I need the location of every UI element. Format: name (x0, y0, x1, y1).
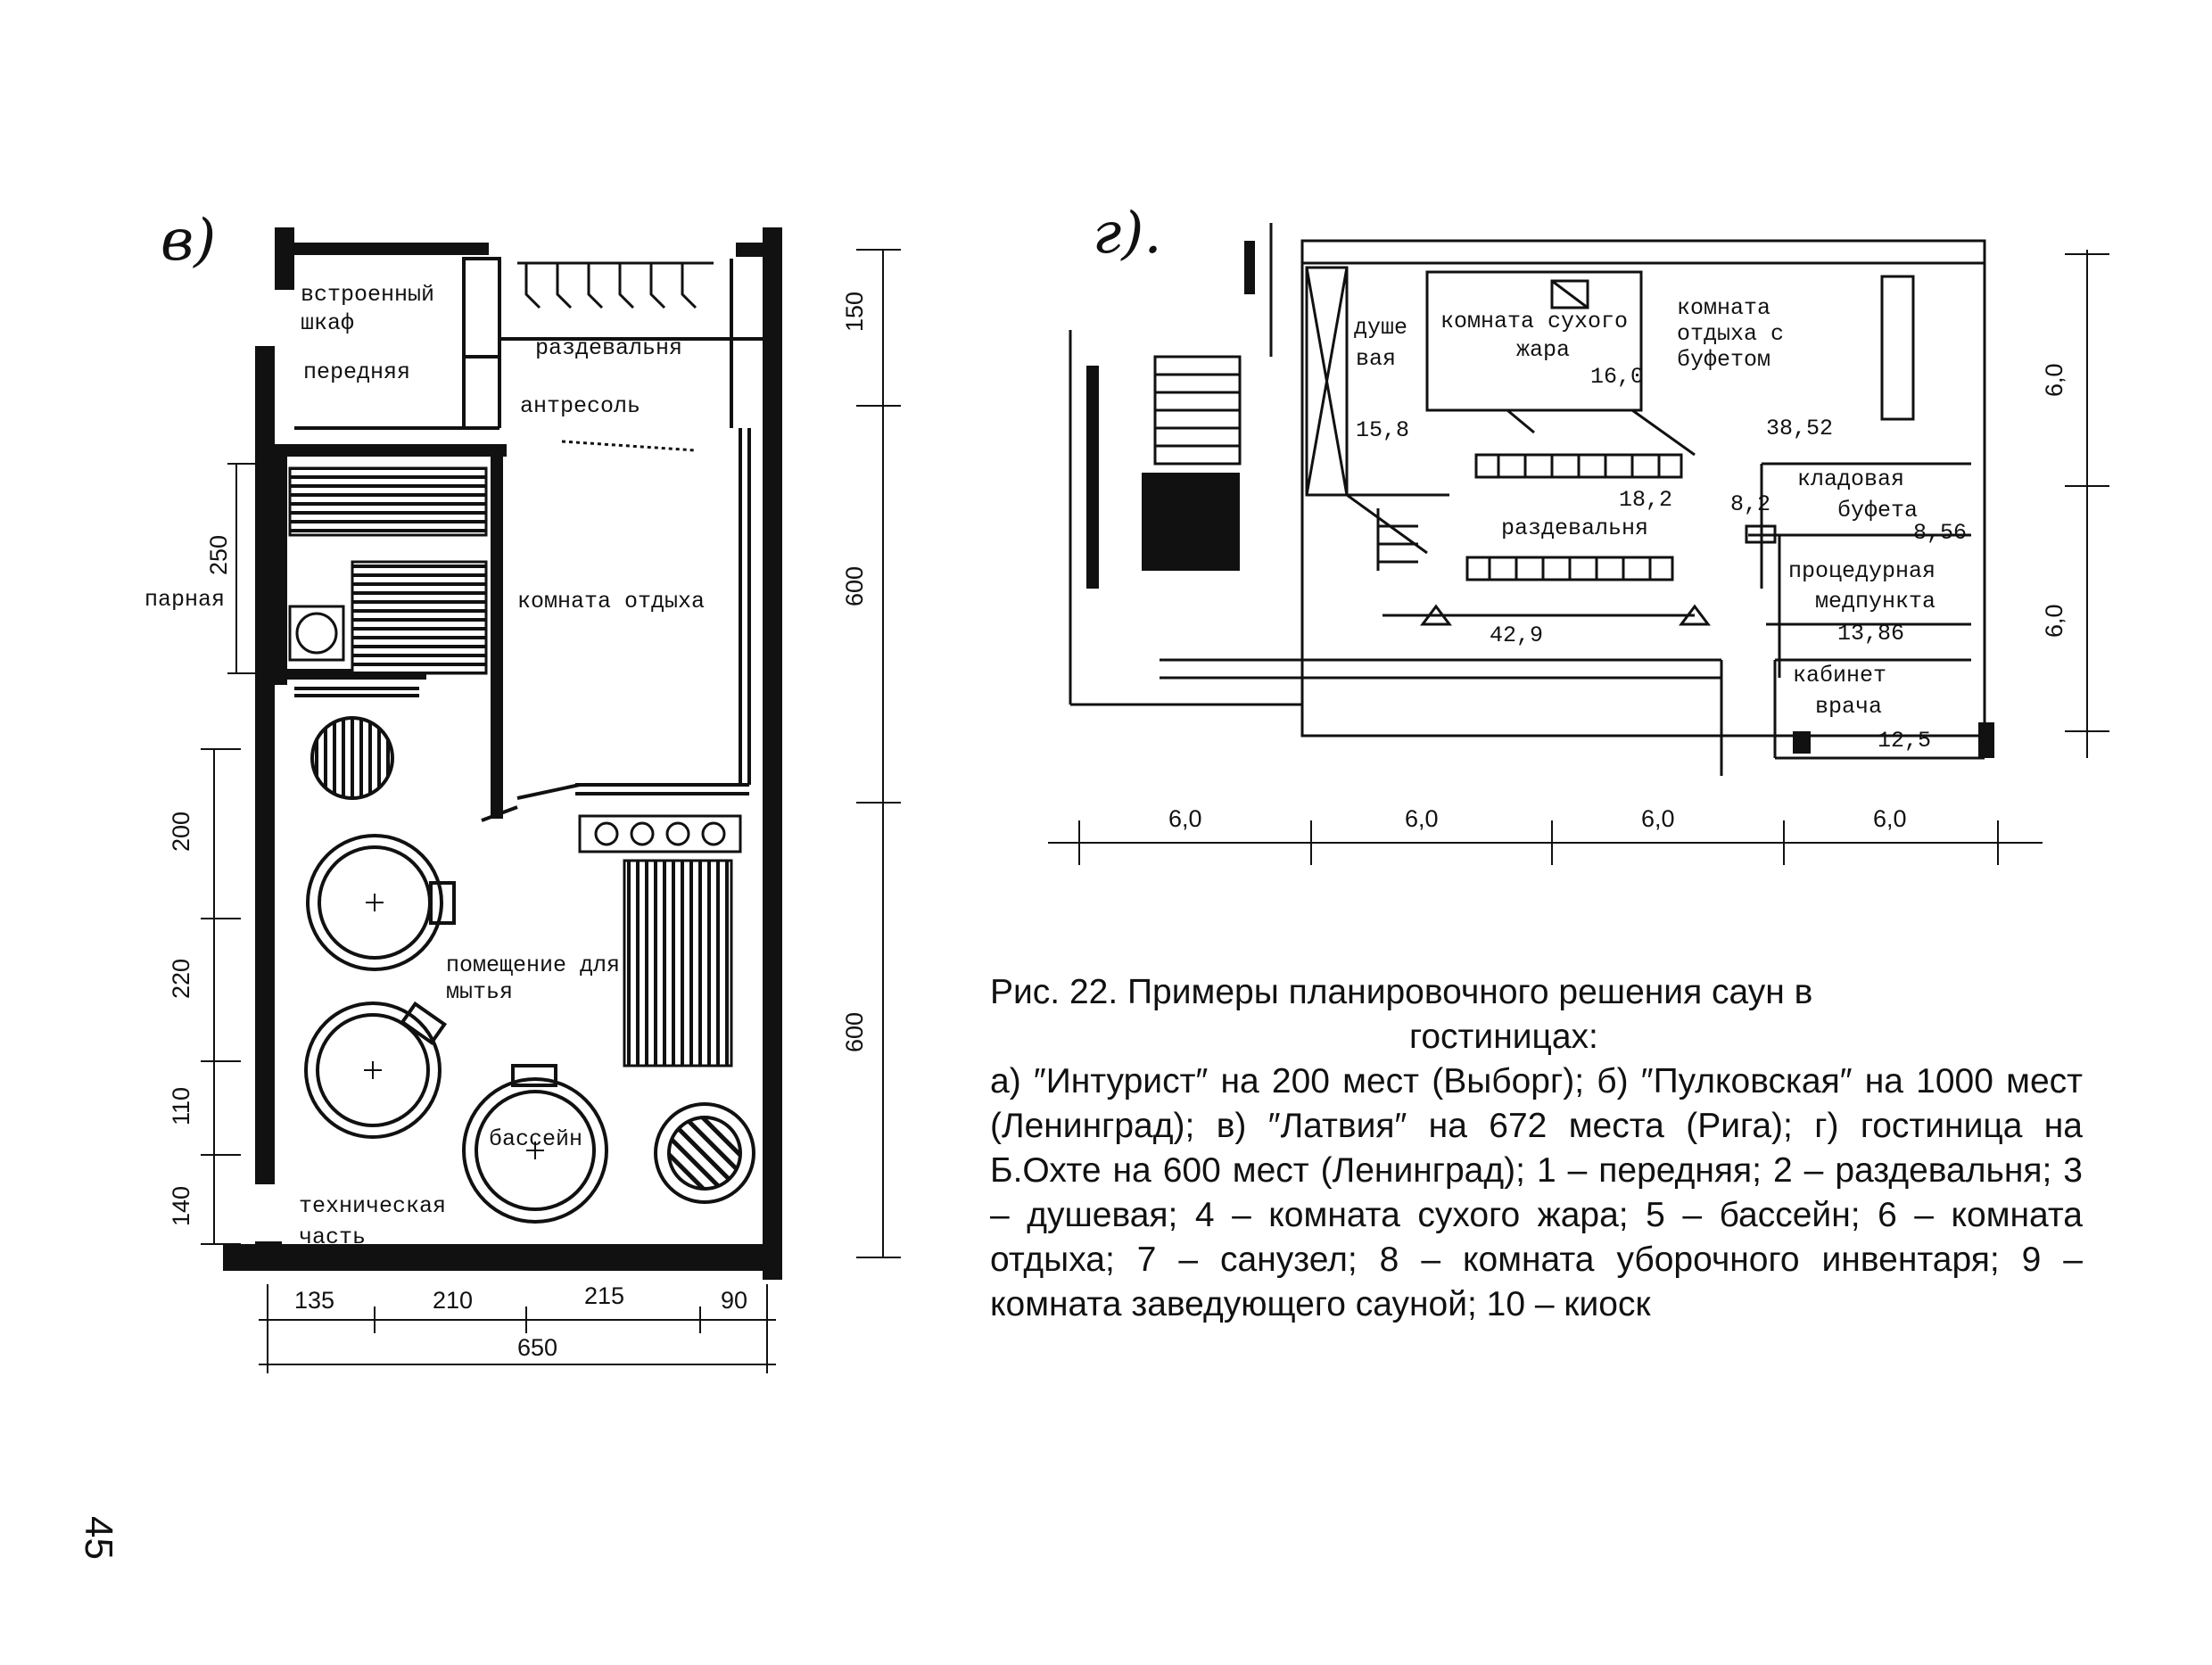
plan-g-lines (1069, 223, 1986, 776)
dim-g-bottom-3: 6,0 (1641, 805, 1675, 832)
dim-v-left-140: 140 (168, 1185, 194, 1226)
room-label-lounge-3: буфетом (1677, 347, 1771, 373)
room-label-dry-heat-area: 16,0 (1590, 364, 1645, 390)
room-label-small-area: 8,2 (1730, 491, 1771, 517)
room-label-treatment-area: 13,86 (1837, 621, 1905, 647)
room-label-treatment-1: процедурная (1788, 558, 1936, 584)
dim-g-bottom-1: 6,0 (1168, 805, 1202, 832)
room-label-rest: комната отдыха (517, 589, 706, 614)
dim-v-bottom-215: 215 (584, 1282, 625, 1309)
plan-v-wardrobe (517, 261, 714, 452)
dim-v-left-110: 110 (168, 1086, 194, 1125)
room-label-washing-1: помещение для (446, 952, 621, 978)
dim-v-bottom-135: 135 (294, 1287, 335, 1314)
dim-v-right-top: 150 (841, 291, 868, 332)
plan-v-marker: в) (161, 208, 217, 274)
dim-v-left-220: 220 (168, 958, 194, 999)
room-label-doctor-1: кабинет (1793, 663, 1887, 688)
room-label-dry-heat-1: комната сухого (1440, 309, 1629, 334)
room-label-doctor-2: врача (1815, 694, 1883, 720)
plan-v-tubs (304, 716, 755, 1224)
room-label-lounge-1: комната (1677, 295, 1771, 321)
room-label-lounge-2: отдыха с (1677, 321, 1785, 347)
room-label-technical-1: техническая (299, 1193, 447, 1219)
room-label-shower-2: вая (1356, 346, 1397, 372)
room-label-hall-area: 42,9 (1490, 622, 1544, 648)
dim-g-bottom-4: 6,0 (1873, 805, 1907, 832)
room-label-mezzanine: антресоль (520, 393, 641, 419)
dim-g-bottom-2: 6,0 (1405, 805, 1439, 832)
plan-g-marker: г). (1093, 201, 1162, 267)
room-label-changing: раздевальня (535, 335, 683, 361)
room-label-changing-g: раздевальня (1501, 515, 1649, 541)
dim-g-right-1: 6,0 (2041, 363, 2068, 397)
plan-v-steam-bench-top (288, 466, 488, 537)
room-label-built-in-closet-1: встроенный (301, 282, 435, 308)
plan-v-lockers (578, 814, 742, 853)
plan-v-dim-lines (201, 249, 901, 1373)
dim-g-right-2: 6,0 (2041, 604, 2068, 638)
room-label-hall: передняя (303, 359, 411, 385)
plan-g-dim-lines (1048, 250, 2109, 865)
room-label-technical-2: часть (299, 1224, 367, 1250)
caption-body: а) ″Интурист″ на 200 мест (Выборг); б) ″… (990, 1062, 2083, 1323)
dim-v-left-steam: 250 (205, 534, 232, 575)
room-label-lounge-area: 38,52 (1766, 416, 1834, 441)
room-label-pool: бассейн (489, 1126, 583, 1152)
dim-v-bottom-90: 90 (721, 1287, 748, 1314)
room-label-doctor-area: 12,5 (1878, 728, 1932, 754)
caption-title-line-2: гостиницах: (1409, 1018, 1598, 1056)
room-label-dry-heat-2: жара (1516, 337, 1571, 363)
dim-v-bottom-210: 210 (433, 1287, 474, 1314)
room-label-pantry-area: 8,56 (1913, 520, 1968, 546)
plan-v-partitions (294, 257, 767, 822)
room-label-shower-1: душе (1354, 315, 1408, 341)
dim-v-bottom-total: 650 (517, 1334, 558, 1361)
room-label-washing-2: мытья (446, 979, 514, 1005)
plan-v-walls (223, 227, 782, 1280)
dim-v-right-bottom: 600 (841, 1011, 868, 1052)
room-label-pantry-2: буфета (1837, 498, 1919, 523)
page-number: 45 (77, 1516, 120, 1560)
dim-v-right-mid: 600 (841, 565, 868, 606)
room-label-shower-area: 15,8 (1356, 417, 1410, 443)
plan-v-stove (288, 605, 345, 662)
room-label-pantry-1: кладовая (1797, 466, 1905, 492)
dim-v-left-200: 200 (168, 811, 194, 852)
plan-v-bench (623, 859, 733, 1067)
room-label-treatment-2: медпункта (1815, 589, 1936, 614)
caption-title-line-1: Рис. 22. Примеры планировочного решения … (990, 973, 1813, 1011)
room-label-built-in-closet-2: шкаф (301, 310, 355, 336)
room-label-changing-area: 18,2 (1619, 487, 1673, 513)
room-label-steam: парная (144, 587, 226, 613)
plan-v-steam-bench-side (351, 560, 488, 675)
